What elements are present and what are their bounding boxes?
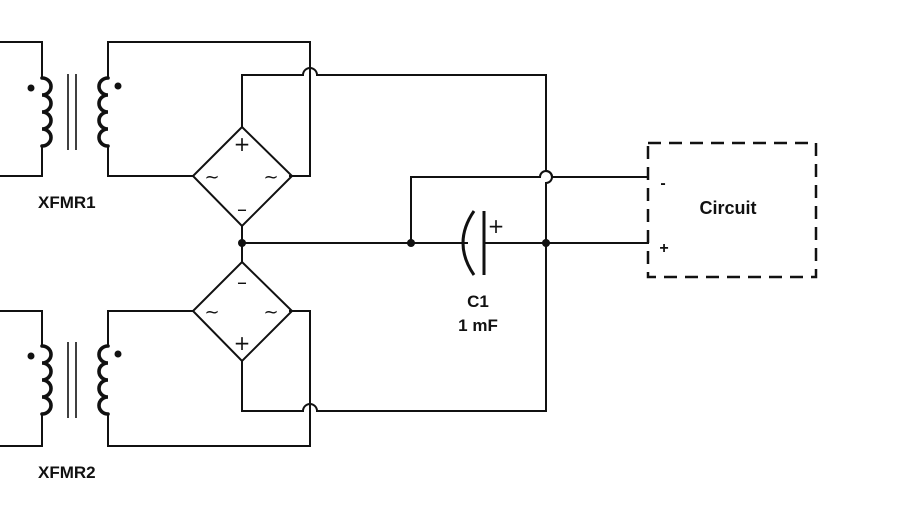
xfmr1-core xyxy=(67,74,77,150)
wire-negative-to-load xyxy=(410,170,649,244)
xfmr1-secondary-dot xyxy=(114,82,122,90)
xfmr1-primary-winding xyxy=(0,41,53,177)
capacitor-curved-plate xyxy=(461,210,476,276)
bridge2-ac-right: ~ xyxy=(263,302,278,323)
bridge1-ac-right: ~ xyxy=(263,167,278,188)
xfmr2-secondary-winding xyxy=(97,310,311,447)
xfmr1-label: XFMR1 xyxy=(38,193,96,212)
xfmr1-secondary-winding xyxy=(97,41,311,177)
bridge2-plus: + xyxy=(234,331,251,355)
bridge-rectifier-1: + – ~ ~ xyxy=(191,125,294,228)
xfmr2-label: XFMR2 xyxy=(38,463,96,482)
bridge1-minus: – xyxy=(237,197,247,221)
xfmr2-primary-winding xyxy=(0,310,53,447)
load-dashed-box xyxy=(646,141,818,279)
bridge2-minus: – xyxy=(237,270,247,294)
capacitor-polarity: + xyxy=(488,214,505,238)
load-circuit: Circuit - + xyxy=(646,141,818,279)
capacitor-value: 1 mF xyxy=(458,316,498,335)
bridge1-ac-left: ~ xyxy=(204,167,219,188)
junction-bridges xyxy=(238,239,246,247)
transformer-xfmr1: XFMR1 xyxy=(0,41,311,212)
load-minus-terminal: - xyxy=(660,175,665,192)
wire-bridge1-positive xyxy=(241,67,547,172)
junction-negative xyxy=(407,239,415,247)
wiring xyxy=(238,67,649,412)
xfmr1-primary-dot xyxy=(27,84,35,92)
xfmr2-core xyxy=(67,342,77,418)
capacitor-c1: + C1 1 mF xyxy=(458,210,505,335)
bridge1-plus: + xyxy=(234,132,251,156)
transformer-xfmr2: XFMR2 xyxy=(0,310,311,482)
load-plus-terminal: + xyxy=(659,240,668,257)
junction-positive xyxy=(542,239,550,247)
bridge-rectifier-2: – + ~ ~ xyxy=(191,260,294,363)
xfmr2-secondary-dot xyxy=(114,350,122,358)
xfmr2-primary-dot xyxy=(27,352,35,360)
bridge2-ac-left: ~ xyxy=(204,302,219,323)
wire-rail-hop xyxy=(544,169,553,244)
capacitor-name: C1 xyxy=(467,292,489,311)
load-label: Circuit xyxy=(699,198,756,218)
wire-bridge2-positive xyxy=(241,242,547,412)
